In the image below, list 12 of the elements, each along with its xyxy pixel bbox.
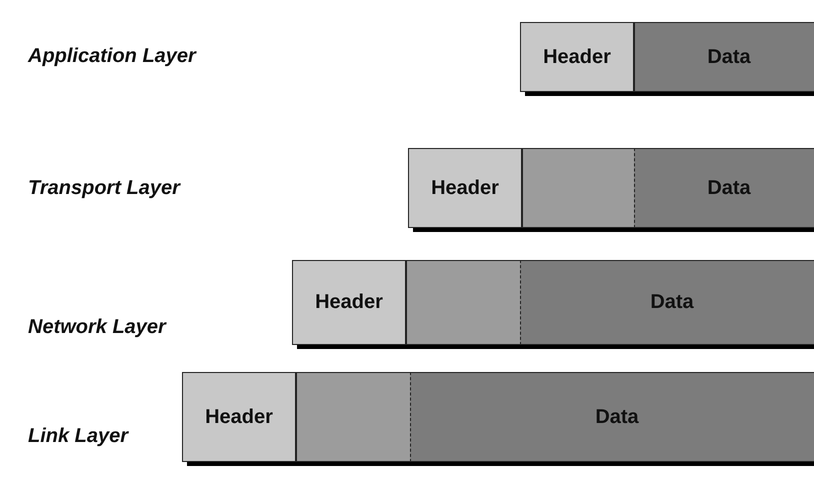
layer-name: Transport Layer — [28, 177, 180, 200]
data-label: Data — [595, 406, 639, 428]
layer-name: Link Layer — [28, 425, 128, 448]
data-label: Data — [707, 176, 751, 200]
header-label: Header — [431, 176, 499, 200]
data-label: Data — [650, 291, 694, 314]
layer-name: Application Layer — [28, 45, 196, 68]
header-label: Header — [543, 46, 611, 68]
header-label: Header — [205, 406, 273, 428]
data-label: Data — [707, 46, 751, 68]
header-label: Header — [315, 291, 383, 314]
layer-name: Network Layer — [28, 316, 166, 339]
